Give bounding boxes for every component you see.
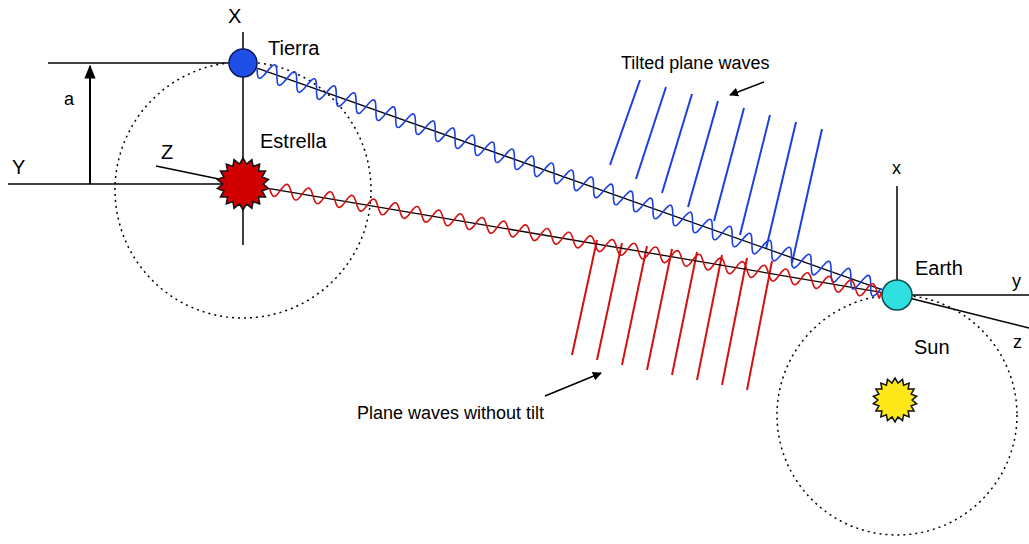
body-name: Sun [912, 336, 952, 359]
axis-label: Tilted plane waves [620, 53, 770, 74]
line-of-sight [257, 68, 882, 290]
star-symbol [217, 158, 268, 210]
wavefront-line [647, 249, 672, 370]
body-node: Tierra [228, 48, 258, 78]
axis-label: Z [160, 141, 174, 164]
wavefront-line [636, 87, 666, 179]
planet-circle [882, 280, 912, 310]
light-wave [270, 184, 882, 298]
wavefront-line [662, 94, 692, 193]
body-name: Tierra [266, 37, 321, 60]
axis-label: z [1012, 332, 1023, 353]
body-node: Earth [881, 279, 913, 311]
wavefront-lines [572, 240, 772, 390]
sun-symbol [873, 378, 916, 422]
wavefront-line [572, 240, 597, 355]
planet-circle [881, 279, 913, 311]
body-node: Sun [872, 377, 918, 423]
wavefront-line [597, 243, 622, 360]
axis-label: Y [11, 156, 26, 179]
sun-symbol [872, 377, 918, 423]
axis-label: y [1011, 271, 1022, 292]
axis-line [8, 183, 243, 185]
wavefront-line [747, 261, 772, 390]
wavefront-line [792, 129, 822, 263]
wavefront-lines [610, 80, 822, 263]
axis-label: x [891, 158, 902, 179]
wavefront-line [722, 258, 747, 385]
axis-line [896, 186, 898, 295]
axis-label: Plane waves without tilt [356, 403, 545, 424]
body-name: Earth [913, 257, 965, 280]
dimension-line [48, 62, 228, 64]
wavefront-line [622, 246, 647, 365]
axis-label: a [63, 89, 75, 110]
axis-line [897, 294, 1029, 296]
planet-circle [228, 48, 258, 78]
wavefront-line [766, 122, 796, 249]
wavefront-line [688, 101, 718, 207]
wavefront-line [740, 115, 770, 235]
dimension-arrow [89, 66, 91, 184]
axis-line [897, 295, 1029, 328]
wavefront-line [610, 80, 640, 165]
star-symbol [216, 157, 270, 211]
planet-circle [229, 49, 257, 77]
orbit-circle [777, 295, 1017, 535]
wavefront-line [714, 108, 744, 221]
callout-arrow [730, 82, 764, 95]
axis-label: X [227, 5, 242, 28]
wavefront-line [672, 252, 697, 375]
light-wave [257, 65, 882, 296]
body-node: Estrella [216, 157, 270, 211]
wavefront-line [697, 255, 722, 380]
callout-arrow [545, 373, 601, 396]
body-name: Estrella [258, 130, 329, 153]
